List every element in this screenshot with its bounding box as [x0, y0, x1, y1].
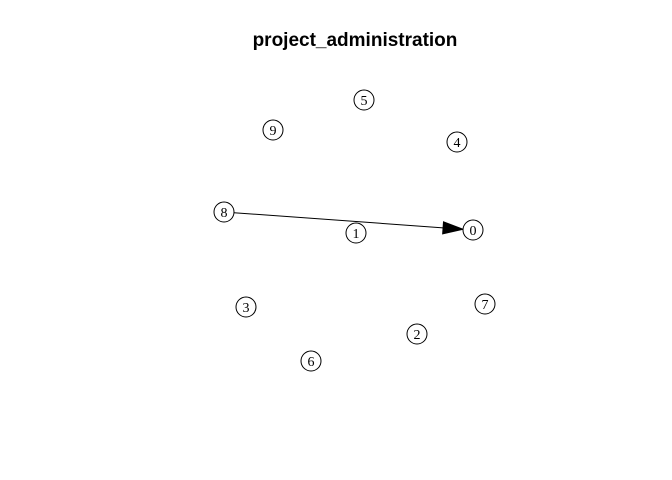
- node-1: 1: [345, 222, 367, 244]
- node-9: 9: [262, 119, 284, 141]
- node-layer: 0 1 2 3 4 5 6 7 8 9: [213, 89, 496, 372]
- node-0: 0: [462, 219, 484, 241]
- node-4: 4: [446, 131, 468, 153]
- arrowhead-8-0: [442, 221, 465, 235]
- node-circle: [262, 119, 284, 141]
- node-circle: [345, 222, 367, 244]
- node-label: 8: [221, 206, 228, 221]
- node-circle: [213, 201, 235, 223]
- node-label: 5: [361, 94, 368, 109]
- node-3: 3: [235, 296, 257, 318]
- node-label: 9: [270, 124, 277, 139]
- node-label: 7: [482, 298, 489, 313]
- edge-layer: [233, 212, 465, 235]
- node-label: 2: [414, 328, 421, 343]
- node-circle: [474, 293, 496, 315]
- node-circle: [300, 350, 322, 372]
- node-5: 5: [353, 89, 375, 111]
- node-label: 4: [454, 136, 461, 151]
- node-label: 6: [308, 355, 315, 370]
- edge-8-0: [233, 212, 444, 229]
- node-2: 2: [406, 323, 428, 345]
- node-label: 3: [243, 301, 250, 316]
- node-7: 7: [474, 293, 496, 315]
- node-circle: [353, 89, 375, 111]
- node-circle: [235, 296, 257, 318]
- node-circle: [446, 131, 468, 153]
- node-label: 0: [470, 224, 477, 239]
- node-6: 6: [300, 350, 322, 372]
- node-label: 1: [353, 227, 360, 242]
- node-circle: [406, 323, 428, 345]
- graph-title: project_administration: [253, 30, 458, 51]
- node-8: 8: [213, 201, 235, 223]
- node-circle: [462, 219, 484, 241]
